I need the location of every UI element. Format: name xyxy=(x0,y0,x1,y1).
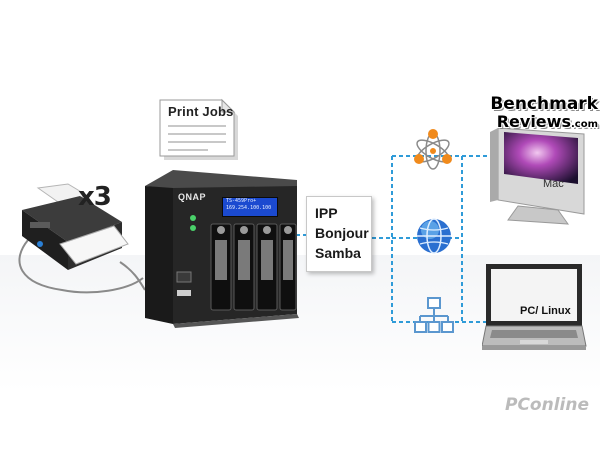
nas-icon xyxy=(145,170,299,328)
pc-linux-label: PC/ Linux xyxy=(520,305,571,317)
mac-label: Mac xyxy=(543,178,564,190)
watermark-line-1: Benchmark xyxy=(490,94,598,114)
document-icon xyxy=(159,98,238,160)
protocol-ipp: IPP xyxy=(315,205,338,221)
print-jobs-label: Print Jobs xyxy=(168,104,234,119)
lcd-line-2: 169.254.100.100 xyxy=(226,205,272,211)
laptop-icon xyxy=(482,264,587,350)
globe-icon xyxy=(417,218,451,254)
pconline-watermark: PConline xyxy=(505,395,590,415)
watermark-suffix: .com xyxy=(570,119,598,130)
printer-cable xyxy=(18,239,144,294)
protocol-samba: Samba xyxy=(315,245,361,261)
lcd-line-1: TS-459Pro+ xyxy=(226,198,257,204)
bonjour-icon xyxy=(414,129,452,170)
mac-computer-icon xyxy=(490,128,585,225)
nas-lcd-display: TS-459Pro+ 169.254.100.100 xyxy=(222,197,278,217)
printer-icon xyxy=(22,183,129,270)
watermark-line-2: Reviews.com xyxy=(496,112,598,131)
printer-cable-2 xyxy=(119,261,146,291)
protocol-box: IPP Bonjour Samba xyxy=(306,196,372,272)
printer-multiplier: x3 xyxy=(78,182,112,212)
network-icon xyxy=(414,297,454,333)
protocol-bonjour: Bonjour xyxy=(315,225,369,241)
benchmark-reviews-watermark: Benchmark Reviews.com xyxy=(490,96,598,133)
nas-brand-logo: QNAP xyxy=(178,192,207,202)
